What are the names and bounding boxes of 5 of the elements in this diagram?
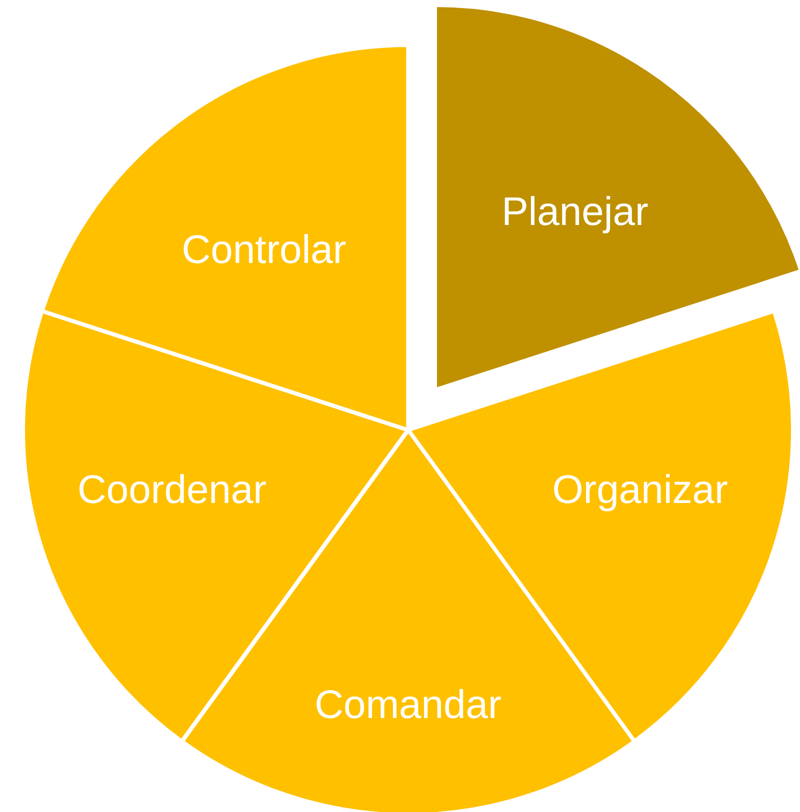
- segment-label: Controlar: [182, 228, 346, 272]
- segment-label: Comandar: [314, 683, 502, 727]
- segment-label: Organizar: [552, 468, 728, 512]
- segment-label: Coordenar: [78, 468, 266, 512]
- segment-label: Planejar: [502, 190, 648, 234]
